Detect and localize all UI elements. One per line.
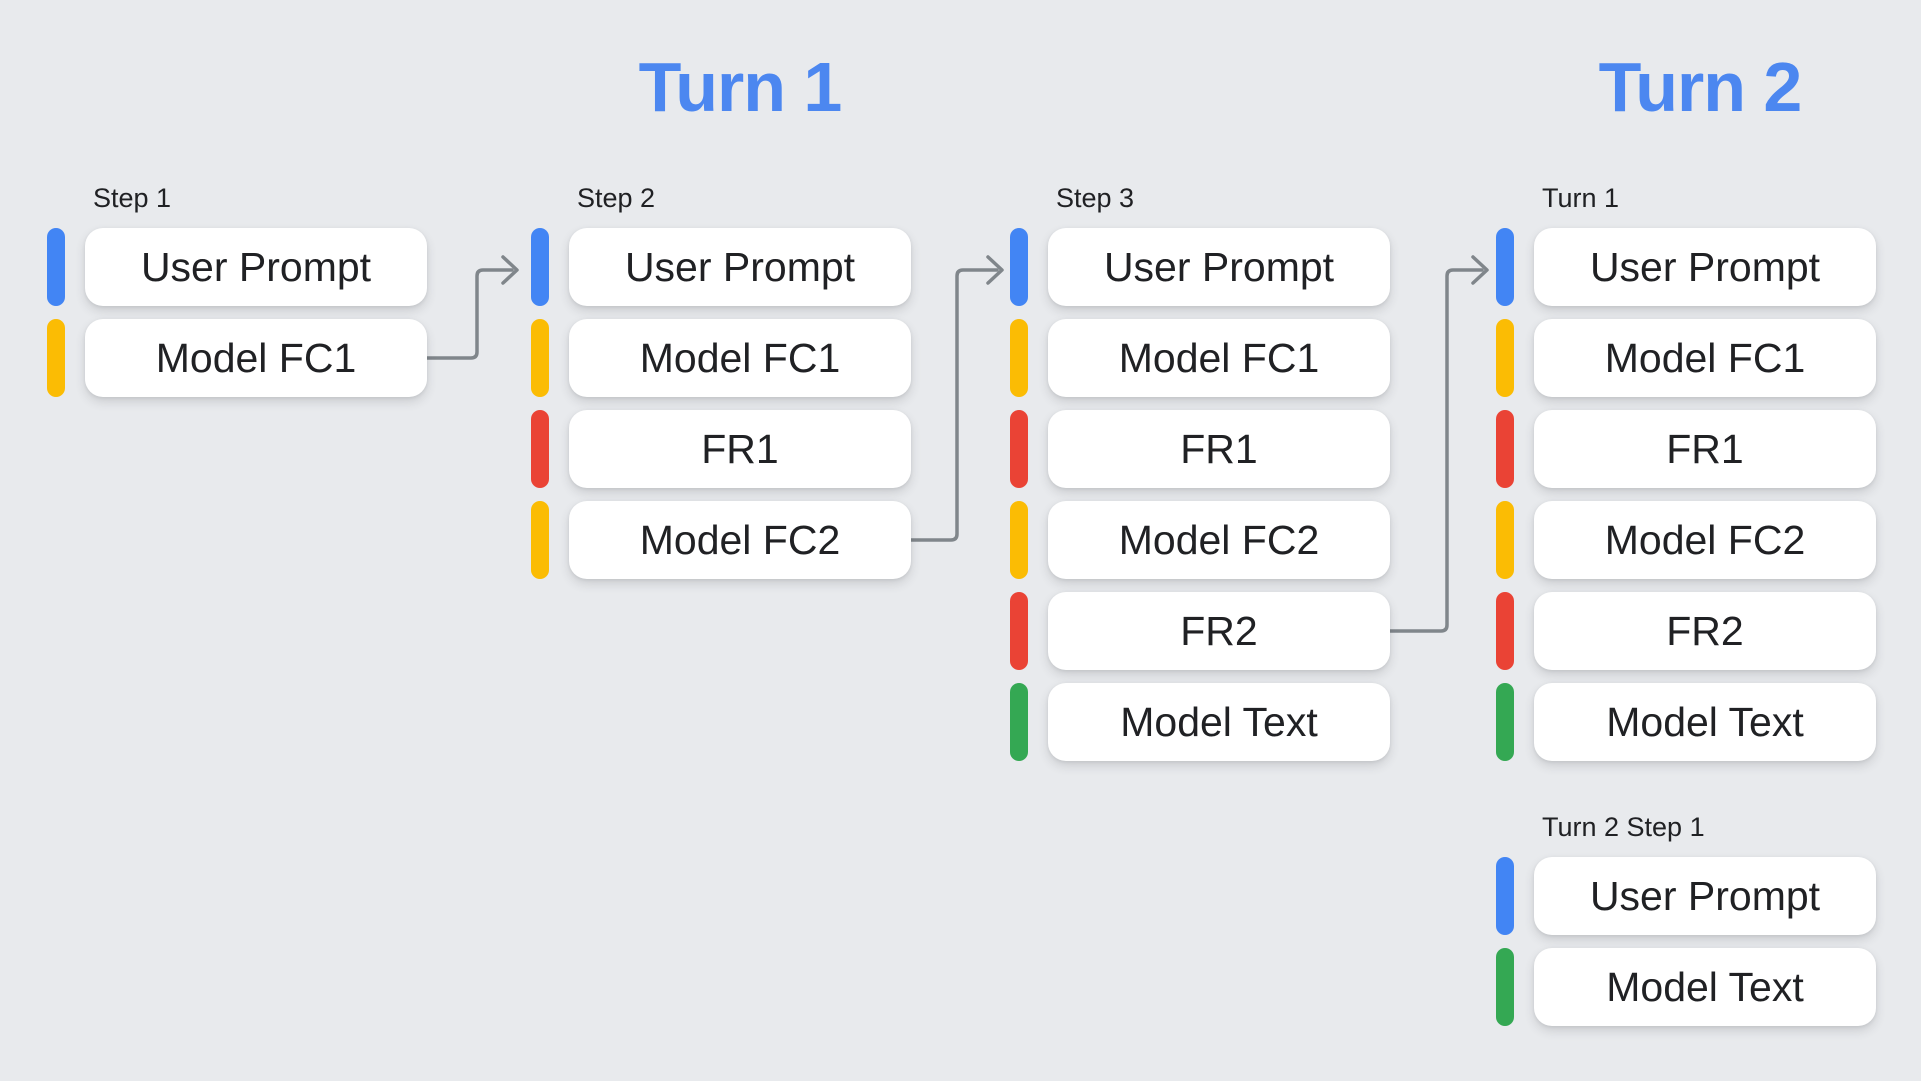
fr1-box: FR1 — [1534, 410, 1876, 488]
model-text-box: Model Text — [1534, 683, 1876, 761]
model-text-box: Model Text — [1048, 683, 1390, 761]
model-fc1-box: Model FC1 — [85, 319, 427, 397]
message-row: Model FC1 — [531, 319, 931, 397]
message-row: FR1 — [531, 410, 931, 488]
group-label-turn-1: Turn 1 — [1542, 183, 1620, 213]
user-prompt-color-bar — [1010, 228, 1028, 306]
group-label-turn-2-step-1: Turn 2 Step 1 — [1542, 812, 1705, 842]
model-text-color-bar — [1010, 683, 1028, 761]
turn-2-title: Turn 2 — [1598, 48, 1803, 126]
model-fc-color-bar — [1496, 501, 1514, 579]
group-label-step-3: Step 3 — [1056, 183, 1135, 213]
message-row: Model FC2 — [1010, 501, 1410, 579]
message-row: User Prompt — [1496, 857, 1896, 935]
message-row: FR2 — [1496, 592, 1896, 670]
function-response-color-bar — [1496, 592, 1514, 670]
model-fc1-box: Model FC1 — [1534, 319, 1876, 397]
model-fc2-box: Model FC2 — [1048, 501, 1390, 579]
model-text-color-bar — [1496, 683, 1514, 761]
message-row: FR1 — [1496, 410, 1896, 488]
user-prompt-color-bar — [1496, 228, 1514, 306]
message-row: Model FC1 — [1496, 319, 1896, 397]
model-fc2-box: Model FC2 — [569, 501, 911, 579]
group-step-3: Step 3 User Prompt Model FC1 FR1 Model F… — [1010, 184, 1410, 774]
model-text-box: Model Text — [1534, 948, 1876, 1026]
message-row: User Prompt — [1010, 228, 1410, 306]
message-row: User Prompt — [531, 228, 931, 306]
message-row: FR2 — [1010, 592, 1410, 670]
fr2-box: FR2 — [1534, 592, 1876, 670]
fr1-box: FR1 — [1048, 410, 1390, 488]
user-prompt-color-bar — [47, 228, 65, 306]
fr2-box: FR2 — [1048, 592, 1390, 670]
message-row: Model Text — [1496, 683, 1896, 761]
model-fc2-box: Model FC2 — [1534, 501, 1876, 579]
group-label-step-1: Step 1 — [93, 183, 172, 213]
model-fc-color-bar — [531, 319, 549, 397]
model-fc-color-bar — [1010, 501, 1028, 579]
group-turn-1-history: Turn 1 User Prompt Model FC1 FR1 Model F… — [1496, 184, 1896, 774]
group-step-1: Step 1 User Prompt Model FC1 — [47, 184, 447, 410]
model-fc-color-bar — [531, 501, 549, 579]
model-fc1-box: Model FC1 — [569, 319, 911, 397]
group-turn-2-step-1: Turn 2 Step 1 User Prompt Model Text — [1496, 813, 1896, 1039]
message-row: Model FC2 — [531, 501, 931, 579]
function-response-color-bar — [1010, 410, 1028, 488]
message-row: FR1 — [1010, 410, 1410, 488]
turn-1-title: Turn 1 — [638, 48, 843, 126]
model-fc-color-bar — [1496, 319, 1514, 397]
model-fc-color-bar — [1010, 319, 1028, 397]
user-prompt-box: User Prompt — [1534, 857, 1876, 935]
user-prompt-box: User Prompt — [1534, 228, 1876, 306]
group-label-step-2: Step 2 — [577, 183, 656, 213]
message-row: Model FC1 — [1010, 319, 1410, 397]
group-step-2: Step 2 User Prompt Model FC1 FR1 Model F… — [531, 184, 931, 592]
function-response-color-bar — [1496, 410, 1514, 488]
user-prompt-color-bar — [1496, 857, 1514, 935]
user-prompt-color-bar — [531, 228, 549, 306]
message-row: User Prompt — [1496, 228, 1896, 306]
user-prompt-box: User Prompt — [569, 228, 911, 306]
message-row: Model Text — [1010, 683, 1410, 761]
model-fc1-box: Model FC1 — [1048, 319, 1390, 397]
model-text-color-bar — [1496, 948, 1514, 1026]
fr1-box: FR1 — [569, 410, 911, 488]
message-row: Model FC2 — [1496, 501, 1896, 579]
model-fc-color-bar — [47, 319, 65, 397]
user-prompt-box: User Prompt — [1048, 228, 1390, 306]
user-prompt-box: User Prompt — [85, 228, 427, 306]
function-response-color-bar — [531, 410, 549, 488]
message-row: Model FC1 — [47, 319, 447, 397]
message-row: User Prompt — [47, 228, 447, 306]
message-row: Model Text — [1496, 948, 1896, 1026]
function-response-color-bar — [1010, 592, 1028, 670]
